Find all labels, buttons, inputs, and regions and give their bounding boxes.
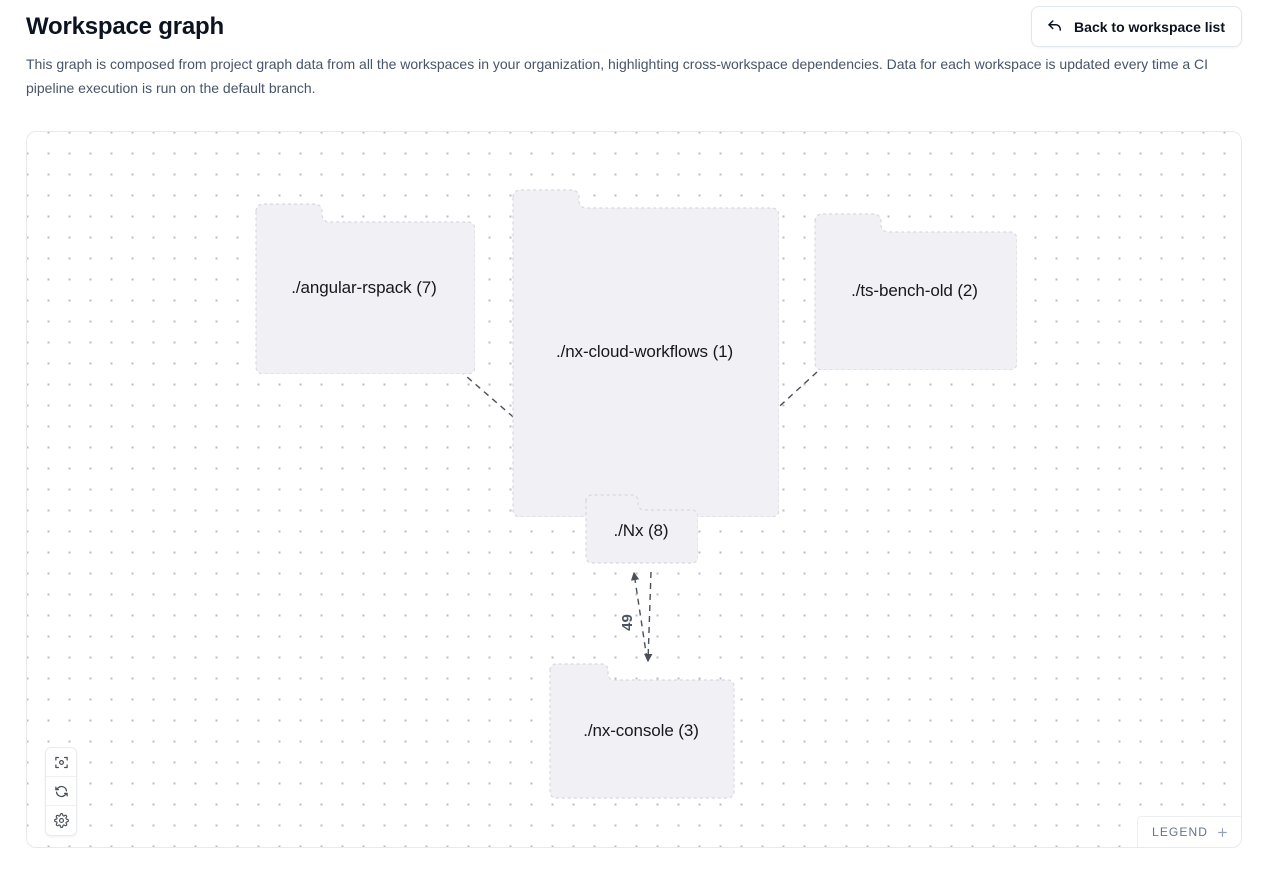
graph-node-nx-cloud-workflows[interactable]: ./nx-cloud-workflows (1) [510,187,779,517]
legend-label: LEGEND [1152,825,1208,839]
graph-controls [45,747,77,836]
graph-node-angular-rspack[interactable]: ./angular-rspack (7) [253,201,475,374]
page-title: Workspace graph [26,13,224,40]
legend-toggle-button[interactable]: LEGEND [1137,816,1241,847]
back-button-label: Back to workspace list [1074,18,1225,35]
graph-canvas[interactable]: 26 6 49 ./angular-rspack (7) ./nx-cloud-… [26,131,1242,848]
page-description: This graph is composed from project grap… [26,56,1209,96]
gear-icon [53,813,69,828]
folder-shape-icon [814,213,1017,370]
folder-shape-icon [512,189,779,517]
page-header: Workspace graph Back to workspace list [26,6,1242,50]
plus-icon [1216,826,1229,839]
refresh-graph-button[interactable] [46,777,76,806]
graph-node-nx[interactable]: ./Nx (8) [584,493,698,569]
graph-node-nx-console[interactable]: ./nx-console (3) [547,661,735,801]
refresh-icon [54,784,69,799]
folder-shape-icon [585,494,698,564]
undo-arrow-icon [1046,18,1064,36]
fit-to-view-button[interactable] [46,748,76,777]
edge-nx-to-nx-console [644,571,653,663]
folder-shape-icon [255,203,475,374]
graph-settings-button[interactable] [46,806,76,835]
folder-shape-icon [549,663,735,799]
back-to-workspace-list-button[interactable]: Back to workspace list [1031,6,1242,47]
focus-target-icon [54,755,69,770]
edge-nx-console-to-nx [630,571,648,660]
graph-node-ts-bench-old[interactable]: ./ts-bench-old (2) [812,211,1017,370]
